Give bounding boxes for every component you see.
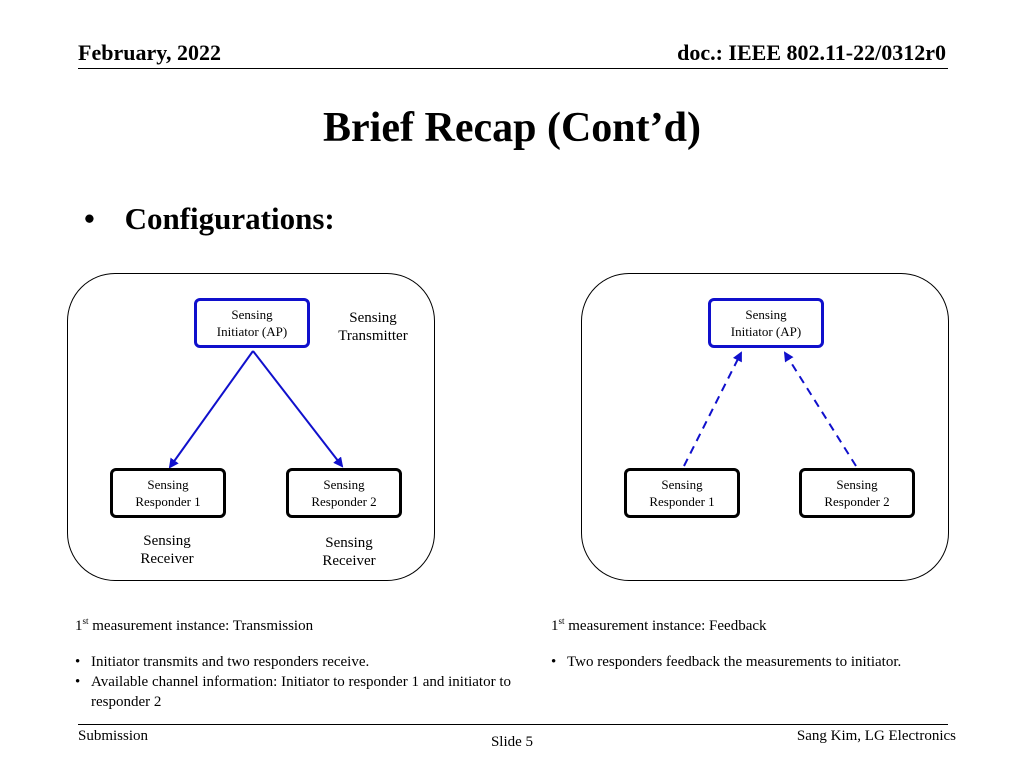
left-point-2: Available channel information: Initiator…: [71, 672, 511, 712]
right-point-1: Two responders feedback the measurements…: [547, 652, 967, 672]
right-responder1-node: Sensing Responder 1: [624, 468, 740, 518]
right-caption-num: 1: [551, 618, 559, 634]
arrow-initiator-to-responder1: [168, 350, 254, 469]
arrow-responder2-to-initiator: [783, 351, 857, 467]
header-rule: [78, 68, 948, 69]
left-caption-sup: st: [82, 616, 89, 626]
header-date: February, 2022: [78, 40, 221, 65]
left-receiver1-label: Sensing Receiver: [140, 533, 194, 567]
left-responder2-label: Sensing Responder 2: [311, 477, 377, 509]
bullet-dot: •: [84, 201, 95, 236]
right-points: Two responders feedback the measurements…: [547, 652, 967, 672]
left-caption: 1st measurement instance: Transmission: [75, 611, 313, 636]
left-points: Initiator transmits and two responders r…: [71, 652, 511, 712]
main-bullet: • Configurations:: [84, 201, 335, 237]
right-responder2-label: Sensing Responder 2: [824, 477, 890, 509]
right-initiator-node: Sensing Initiator (AP): [708, 298, 824, 348]
left-initiator-node: Sensing Initiator (AP): [194, 298, 310, 348]
arrow-responder1-to-initiator: [683, 351, 742, 467]
left-point-1: Initiator transmits and two responders r…: [71, 652, 511, 672]
footer-slide-number: Slide 5: [490, 734, 534, 750]
right-caption: 1st measurement instance: Feedback: [551, 611, 767, 636]
bullet-text: Configurations:: [124, 201, 335, 236]
left-transmitter-label: Sensing Transmitter: [338, 310, 408, 344]
left-responder1-node: Sensing Responder 1: [110, 468, 226, 518]
right-responder2-node: Sensing Responder 2: [799, 468, 915, 518]
left-receiver2-label: Sensing Receiver: [322, 535, 376, 569]
right-caption-sup: st: [558, 616, 565, 626]
left-responder1-label: Sensing Responder 1: [135, 477, 201, 509]
footer-rule: [78, 724, 948, 725]
left-caption-text: measurement instance: Transmission: [88, 618, 314, 634]
right-initiator-label: Sensing Initiator (AP): [730, 307, 802, 339]
footer-author: Sang Kim, LG Electronics: [796, 728, 956, 744]
right-responder1-label: Sensing Responder 1: [649, 477, 715, 509]
left-initiator-label: Sensing Initiator (AP): [216, 307, 288, 339]
right-caption-text: measurement instance: Feedback: [564, 618, 767, 634]
left-responder2-node: Sensing Responder 2: [286, 468, 402, 518]
arrow-initiator-to-responder2: [252, 350, 344, 468]
slide-title: Brief Recap (Cont’d): [323, 105, 701, 151]
left-caption-num: 1: [75, 618, 83, 634]
footer-submission: Submission: [78, 728, 149, 744]
header-doc-id: doc.: IEEE 802.11-22/0312r0: [677, 40, 946, 65]
